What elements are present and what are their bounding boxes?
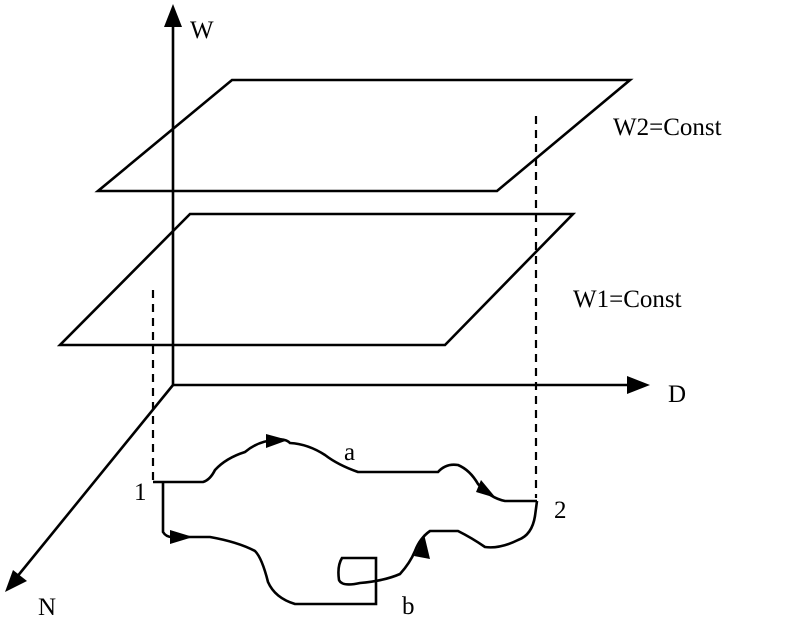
path-a-end-arrow-icon [476,480,496,498]
path-b-end-arrow-icon [414,534,430,559]
path-a-label: a [344,439,355,466]
d-axis-arrowhead-icon [627,376,650,394]
path-b [161,482,539,606]
w-axis-label: W [190,17,214,44]
n-axis-arrowhead-icon [5,570,27,592]
path-b-label: b [402,593,415,620]
n-axis [10,384,175,584]
w2-plane-label: W2=Const [613,114,722,141]
plane-w1 [56,212,577,347]
d-axis-label: D [668,381,686,408]
point-2-label: 2 [554,497,567,524]
n-axis-label: N [38,594,56,621]
path-a [153,438,537,503]
w-axis-arrowhead-icon [164,4,182,27]
point-1-label: 1 [134,479,147,506]
path-a-direction-arrow-icon [266,434,288,448]
w1-plane-label: W1=Const [573,286,682,313]
path-b-direction-arrow-icon [170,530,193,544]
plane-w2 [94,78,634,193]
